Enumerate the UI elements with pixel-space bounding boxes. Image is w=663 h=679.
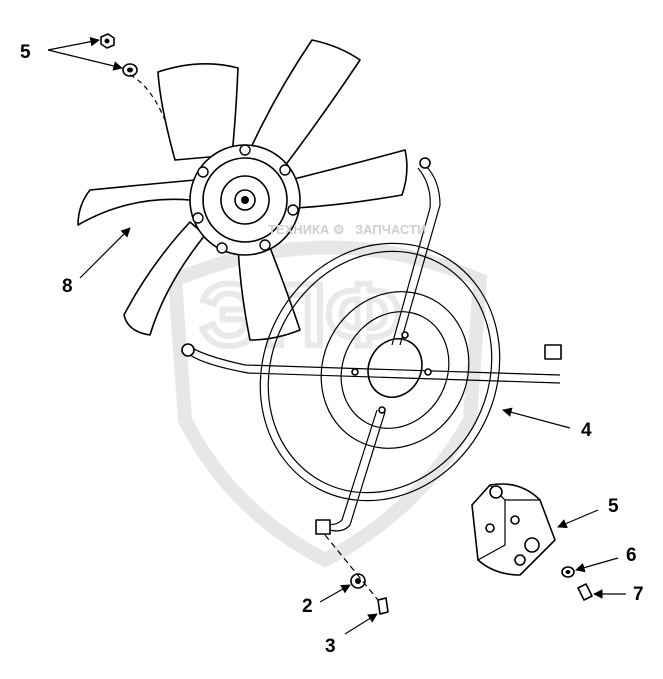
hub-bolt [239, 144, 251, 156]
fan-blade [123, 221, 206, 336]
leader-4 [502, 407, 571, 429]
callout-4: 4 [581, 420, 592, 441]
hub-bolt [279, 164, 291, 176]
watermark-brand-left: ТЕХНИКА [268, 222, 330, 237]
fastener-nut-top [100, 33, 115, 49]
washer-hole [127, 67, 133, 73]
fan-blade [77, 179, 196, 226]
motor-port [514, 554, 526, 566]
bracket-foot-right [544, 344, 562, 360]
hub-bolt [192, 212, 204, 224]
leader-8 [79, 227, 131, 279]
motor-port [485, 523, 495, 533]
fan-shroud-bracket [181, 157, 562, 535]
leader-5-to-washer [47, 49, 123, 71]
fan-hub-bore [241, 196, 249, 204]
hydraulic-motor [471, 483, 556, 576]
leader-5-to-nut [47, 36, 100, 51]
bracket-hole [424, 368, 432, 376]
leader-3 [344, 613, 378, 635]
bolt-icon [377, 597, 389, 615]
callout-5-right: 5 [608, 496, 619, 517]
callout-2: 2 [302, 596, 313, 617]
motor-port [524, 537, 540, 553]
mounting-plate [340, 311, 450, 429]
fan-blade [237, 234, 301, 341]
shroud-outer-ring-inner-edge [267, 250, 493, 494]
watermark-gear-icon: ⚙ [333, 222, 345, 237]
leader-2 [319, 584, 351, 603]
motor-body [471, 483, 556, 576]
assembly-centerline-top [129, 74, 166, 121]
fastener-washer-top [122, 63, 138, 77]
washer-hole [565, 570, 571, 574]
bracket-hole [351, 368, 359, 376]
nut-hole [104, 38, 110, 44]
bolt-icon [577, 583, 593, 601]
assembly-centerline [324, 534, 379, 601]
callout-8: 8 [62, 276, 73, 297]
shroud-inner-ring [320, 291, 470, 449]
watermark-brand: ТЕХНИКА ⚙ ЗАПЧАСТИ [268, 222, 426, 237]
shroud-outer-ring [259, 242, 501, 502]
fastener-bolt-3 [377, 597, 389, 615]
callout-5-top: 5 [20, 42, 31, 63]
hub-bolt [216, 242, 228, 254]
hub-bolt [259, 239, 271, 251]
bracket-strut-bottom [321, 411, 386, 532]
fastener-bolt-7 [577, 583, 593, 601]
callout-3: 3 [325, 636, 336, 657]
callout-7: 7 [633, 584, 644, 605]
bracket-hole [378, 406, 386, 414]
bracket-hole [401, 331, 409, 339]
fan-blade [289, 149, 408, 209]
fan-blade [157, 63, 239, 161]
motor-body-edge [477, 500, 506, 561]
bracket-strut-top [399, 164, 441, 346]
watermark-shield: ЭПФ [167, 240, 488, 568]
fan-assembly [77, 39, 408, 341]
fastener-washer-6 [561, 566, 575, 578]
bracket-strut-top-edge [391, 167, 431, 346]
motor-port [489, 485, 503, 499]
bracket-foot-bottom [315, 519, 331, 535]
washer-hole [355, 578, 361, 584]
leader-6 [575, 557, 619, 573]
callout-6: 6 [626, 545, 637, 566]
watermark-brand-right: ЗАПЧАСТИ [355, 222, 426, 237]
motor-port [510, 515, 520, 525]
hub-bolt [197, 166, 209, 178]
leader-5-motor [557, 509, 599, 529]
hub-bolt [287, 204, 299, 216]
fastener-washer-2 [350, 573, 366, 589]
watermark-logo-text: ЭПФ [200, 265, 401, 364]
bracket-foot-top [419, 157, 431, 169]
fan-blade [249, 39, 361, 176]
bracket-strut-horizontal-edge [189, 354, 561, 384]
mounting-plate-hole [367, 338, 423, 398]
bracket-foot-left [181, 343, 195, 357]
